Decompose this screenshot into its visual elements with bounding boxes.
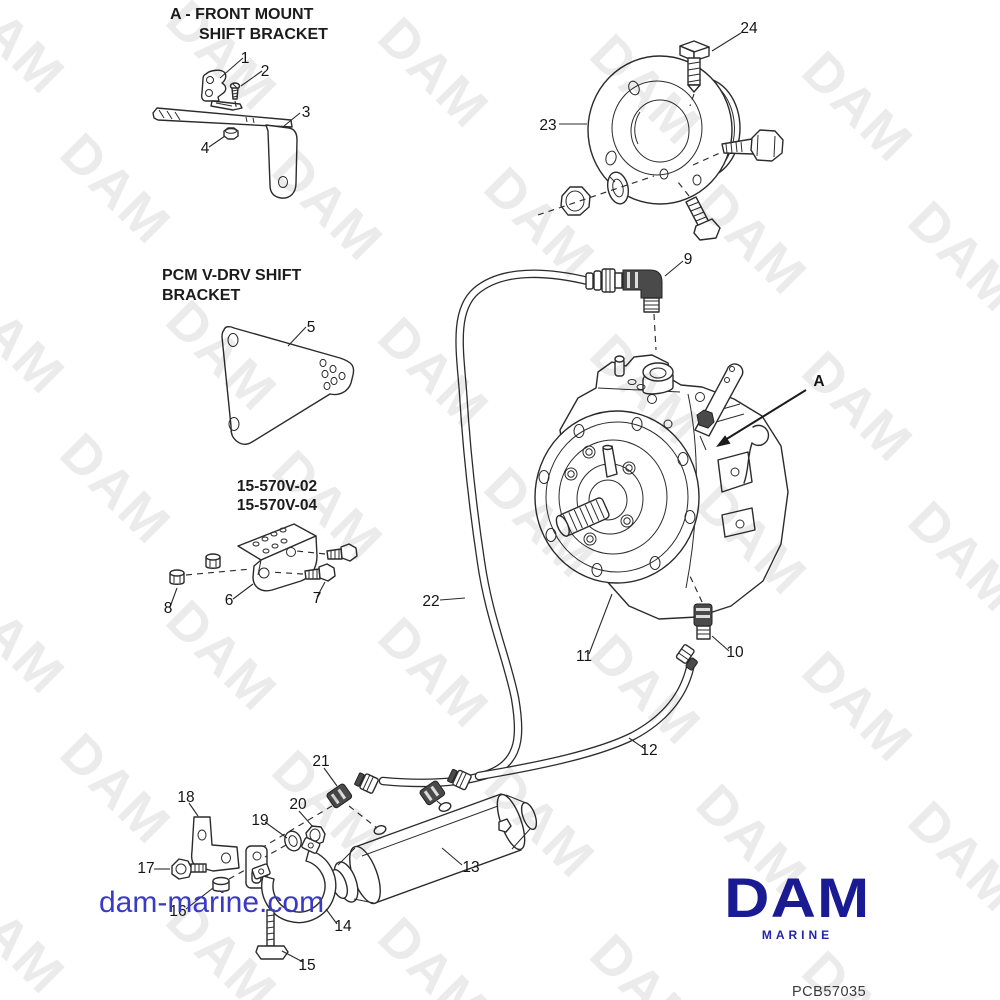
website-watermark: dam-marine.com [99, 886, 325, 919]
part-callout-7: 7 [313, 590, 322, 607]
model-15-570-line1: 15-570V-02 [237, 478, 317, 495]
part-18-mount-bracket [190, 816, 240, 872]
part-callout-6: 6 [225, 592, 234, 609]
part-12-hose [474, 663, 695, 781]
part-10-elbow-fitting [675, 575, 713, 671]
part-5-pcm-bracket [221, 325, 355, 445]
part-callout-17: 17 [137, 860, 154, 877]
locknut-mid [205, 553, 221, 569]
part-6-shift-bracket [237, 523, 318, 592]
part-callout-9: 9 [684, 251, 693, 268]
part-8-nut [169, 568, 252, 585]
pcm-vdrv-title-line2: BRACKET [162, 287, 240, 304]
coupler-bolt-axis [692, 151, 723, 166]
part-3-front-mount-bracket [152, 107, 298, 199]
part-14-clamp [251, 837, 337, 924]
coupler-bolt-side [721, 129, 784, 162]
front-mount-title-line1: A - FRONT MOUNT [170, 6, 314, 23]
part-19-lock-washer [264, 830, 302, 858]
part-7-bolts [269, 543, 358, 582]
part-17-bolt [171, 858, 207, 880]
part-callout-21: 21 [312, 753, 329, 770]
part-callout-11: 11 [576, 648, 592, 665]
part-21-fittings [252, 768, 472, 854]
logo-tagline: MARINE [761, 928, 834, 942]
part-callout-1: 1 [241, 50, 250, 67]
part-callout-14: 14 [334, 918, 352, 935]
part-2-screw [229, 82, 241, 112]
part-callout-20: 20 [289, 796, 307, 813]
part-callout-13: 13 [462, 859, 479, 876]
part-callout-16: 16 [169, 903, 186, 920]
part-callout-12: 12 [640, 742, 657, 759]
pcm-vdrv-title-line1: PCM V-DRV SHIFT [162, 267, 302, 284]
part-24-bolt-top [679, 40, 710, 107]
document-code: PCB57035 [792, 984, 867, 1000]
part-9-elbow-fitting [585, 268, 663, 351]
part-callout-5: 5 [307, 319, 316, 336]
callout-leader-lines [154, 32, 742, 963]
coupler-assembly-axis [537, 175, 655, 216]
part-callout-3: 3 [302, 104, 311, 121]
coupler-nut [560, 186, 591, 216]
part-13-oil-cooler [329, 793, 538, 905]
part-callout-A: A [813, 373, 824, 390]
dam-marine-logo: DAM MARINE [705, 866, 890, 943]
coupler-stud-lower [677, 181, 721, 241]
model-15-570-line2: 15-570V-04 [237, 497, 318, 514]
part-callout-22: 22 [422, 593, 439, 610]
part-16-nut [212, 868, 248, 892]
part-callout-4: 4 [201, 140, 210, 157]
part-callout-23: 23 [539, 117, 556, 134]
part-callout-15: 15 [298, 957, 315, 974]
part-callout-24: 24 [740, 20, 758, 37]
part-callout-8: 8 [164, 600, 173, 617]
part-4-nut [223, 127, 239, 140]
view-a-arrow [716, 389, 807, 447]
part-1-shift-cable-clamp [200, 69, 243, 111]
part-callout-2: 2 [261, 63, 270, 80]
logo-text: DAM [724, 866, 871, 929]
part-callout-19: 19 [251, 812, 268, 829]
part-22-hose [378, 269, 593, 788]
front-mount-title-line2: SHIFT BRACKET [199, 26, 328, 43]
part-callout-18: 18 [177, 789, 194, 806]
part-15-bolt [255, 909, 289, 960]
part-11-transmission [534, 354, 789, 620]
part-callout-10: 10 [726, 644, 744, 661]
part-23-coupler [587, 55, 741, 205]
